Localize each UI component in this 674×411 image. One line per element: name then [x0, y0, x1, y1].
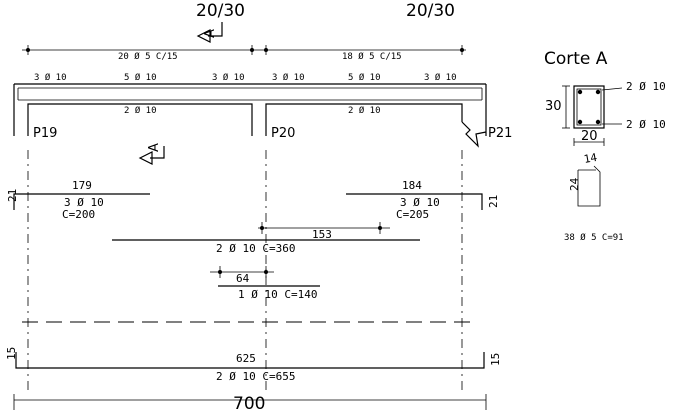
bar-support-long-spec: 2 Ø 10 C=360 [216, 242, 295, 255]
overall-length: 700 [233, 394, 265, 411]
stirrup-shape [577, 165, 601, 207]
bottom-bar-label-right: 2 Ø 10 [348, 105, 381, 116]
column-p20: P20 [271, 126, 295, 141]
bar-bottom-hook-right: 15 [489, 353, 502, 366]
cut-arrow-top: A [196, 22, 223, 43]
section-width: 20 [581, 129, 598, 144]
overall-dimension-line [13, 394, 487, 410]
bottom-bar-label-left: 2 Ø 10 [124, 105, 157, 116]
bar-support-long-length: 153 [312, 228, 332, 241]
bar-top-right-cut: C=205 [396, 208, 429, 221]
bar-top-right-hook: 21 [487, 195, 500, 208]
bar-top-left-length: 179 [72, 179, 92, 192]
section-label-right: 20/30 [406, 1, 455, 21]
bar-bottom [15, 352, 485, 369]
stirrups-left-label: 20 Ø 5 C/15 [118, 51, 178, 62]
section-label-left: 20/30 [196, 1, 245, 21]
stirrup-dimension-line [22, 45, 466, 55]
beam-elevation [13, 83, 487, 148]
section-bottom-bars: 2 Ø 10 [626, 118, 666, 131]
bar-top-left-cut: C=200 [62, 208, 95, 221]
bar-support-short [210, 266, 320, 287]
top-bar-label-6: 3 Ø 10 [424, 72, 457, 83]
stirrup-width: 14 [583, 151, 599, 166]
stirrup-spec: 38 Ø 5 C=91 [564, 232, 624, 243]
bar-top-left-spec: 3 Ø 10 [64, 196, 104, 209]
section-height: 30 [545, 99, 562, 114]
cut-letter-lower: A [147, 143, 162, 152]
bar-top-right-spec: 3 Ø 10 [400, 196, 440, 209]
bar-support-short-length: 64 [236, 272, 250, 285]
bar-top-right-length: 184 [402, 179, 422, 192]
top-bar-label-4: 3 Ø 10 [272, 72, 305, 83]
bar-top-left-hook: 21 [6, 189, 19, 202]
stirrups-right-label: 18 Ø 5 C/15 [342, 51, 402, 62]
bar-support-short-spec: 1 Ø 10 C=140 [238, 288, 317, 301]
section-top-bars: 2 Ø 10 [626, 80, 666, 93]
bar-top-right [346, 193, 483, 210]
bar-bottom-length: 625 [236, 352, 256, 365]
bar-bottom-spec: 2 Ø 10 C=655 [216, 370, 295, 383]
top-bar-label-5: 5 Ø 10 [348, 72, 381, 83]
top-bar-label-3: 3 Ø 10 [212, 72, 245, 83]
cut-arrow-lower: A [138, 143, 165, 165]
top-bar-label-1: 3 Ø 10 [34, 72, 67, 83]
bar-support-long [112, 222, 420, 241]
bar-top-left [13, 193, 150, 210]
column-p21: P21 [488, 126, 512, 141]
stirrup-height: 24 [568, 177, 581, 191]
bar-bottom-hook-left: 15 [5, 347, 18, 360]
top-bar-label-2: 5 Ø 10 [124, 72, 157, 83]
cut-letter-top: A [203, 29, 218, 38]
cross-section [562, 85, 623, 146]
section-title: Corte A [544, 49, 608, 69]
column-p19: P19 [33, 126, 57, 141]
